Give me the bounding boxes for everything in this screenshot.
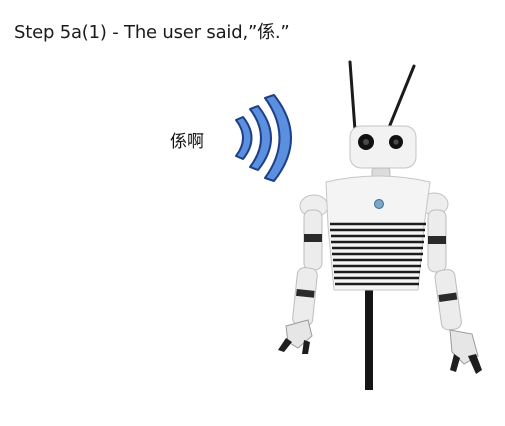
step-caption: Step 5a(1) - The user said,”係.”	[14, 22, 290, 43]
robot-torso-stripes	[330, 222, 426, 286]
robot-arm-right	[427, 209, 482, 374]
robot-stand-pole	[365, 288, 373, 390]
robot-antenna-right	[386, 64, 416, 132]
robot-arm-left	[278, 209, 323, 354]
sound-wave-large	[264, 94, 292, 182]
robot-torso	[325, 175, 431, 291]
sound-waves-icon	[235, 94, 292, 182]
sound-wave-small	[235, 116, 253, 160]
robot-antenna-left	[348, 60, 357, 132]
sound-wave-medium	[249, 105, 272, 171]
speech-text: 係啊	[170, 132, 204, 152]
robot-chest-logo	[374, 199, 384, 209]
humanoid-robot	[278, 60, 482, 390]
